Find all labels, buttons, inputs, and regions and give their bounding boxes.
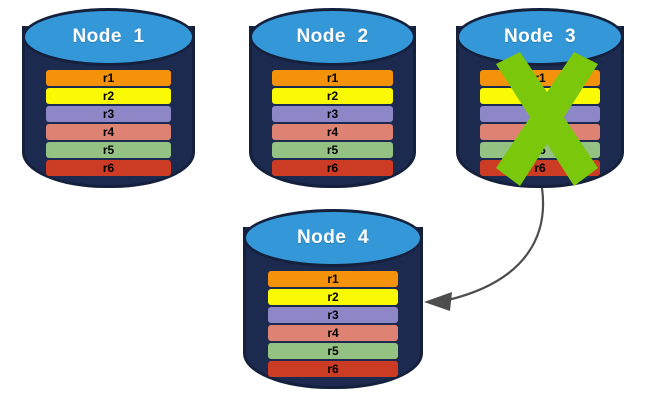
replica-row-label: r2 bbox=[102, 89, 115, 103]
replica-row-label: r1 bbox=[327, 272, 339, 286]
replica-row[interactable]: r4 bbox=[46, 124, 171, 140]
replica-row-label: r3 bbox=[534, 107, 546, 121]
replica-row[interactable]: r3 bbox=[268, 307, 398, 323]
replica-row[interactable]: r4 bbox=[268, 325, 398, 341]
replica-row-label: r5 bbox=[327, 344, 339, 358]
node-4[interactable]: Node 4 r1 r2 r3 r4 r5 r6 bbox=[243, 209, 423, 389]
replica-row-label: r1 bbox=[534, 71, 546, 85]
replica-row[interactable]: r1 bbox=[46, 70, 171, 86]
replica-row[interactable]: r3 bbox=[46, 106, 171, 122]
replica-row[interactable]: r3 bbox=[479, 106, 601, 122]
replica-row[interactable]: r4 bbox=[479, 124, 601, 140]
replica-row[interactable]: r2 bbox=[272, 88, 393, 104]
node-4-label: Node 4 bbox=[296, 227, 370, 248]
replica-row[interactable]: r3 bbox=[272, 106, 393, 122]
replica-row[interactable]: r2 bbox=[46, 88, 171, 104]
replica-row-label: r4 bbox=[534, 125, 546, 139]
replica-row[interactable]: r5 bbox=[272, 142, 393, 158]
arrow-curve bbox=[447, 187, 545, 302]
replica-row-label: r3 bbox=[326, 107, 339, 121]
replica-row-label: r6 bbox=[102, 161, 115, 175]
replica-row-label: r3 bbox=[327, 308, 339, 322]
replica-row[interactable]: r2 bbox=[479, 88, 601, 104]
replica-row-label: r1 bbox=[102, 71, 115, 85]
replica-row-label: r6 bbox=[326, 161, 339, 175]
replica-row[interactable]: r6 bbox=[268, 361, 398, 377]
replica-row-label: r6 bbox=[327, 362, 339, 376]
node-2[interactable]: Node 2 r1 r2 r3 r4 r5 r6 bbox=[249, 8, 416, 188]
node-2-rows: r1 r2 r3 r4 r5 r6 bbox=[249, 70, 416, 176]
replica-row-label: r1 bbox=[326, 71, 339, 85]
cylinder-top-ellipse bbox=[243, 209, 423, 267]
cylinder-top-ellipse bbox=[22, 8, 195, 66]
replica-row[interactable]: r1 bbox=[268, 271, 398, 287]
replica-row-label: r4 bbox=[327, 326, 339, 340]
node-4-rows: r1 r2 r3 r4 r5 r6 bbox=[243, 271, 423, 377]
cylinder-top-ellipse bbox=[249, 8, 416, 66]
replica-row[interactable]: r6 bbox=[479, 160, 601, 176]
replica-row-label: r3 bbox=[102, 107, 115, 121]
replica-row[interactable]: r5 bbox=[479, 142, 601, 158]
replica-row-label: r2 bbox=[534, 89, 546, 103]
replica-row[interactable]: r5 bbox=[268, 343, 398, 359]
node-1[interactable]: Node 1 r1 r2 r3 r4 r5 r6 bbox=[22, 8, 195, 188]
replica-row[interactable]: r1 bbox=[479, 70, 601, 86]
replica-row-label: r5 bbox=[102, 143, 115, 157]
replica-row-label: r5 bbox=[326, 143, 339, 157]
replica-row-label: r4 bbox=[102, 125, 115, 139]
node-3[interactable]: Node 3 r1 r2 r3 r4 r5 r6 bbox=[456, 8, 624, 188]
node-1-rows: r1 r2 r3 r4 r5 r6 bbox=[22, 70, 195, 176]
replica-row-label: r6 bbox=[534, 161, 546, 175]
replica-row[interactable]: r1 bbox=[272, 70, 393, 86]
arrow-head-icon bbox=[424, 292, 452, 311]
replica-row[interactable]: r4 bbox=[272, 124, 393, 140]
replica-row-label: r2 bbox=[326, 89, 339, 103]
replica-row-label: r2 bbox=[327, 290, 339, 304]
replica-row[interactable]: r2 bbox=[268, 289, 398, 305]
replica-row[interactable]: r5 bbox=[46, 142, 171, 158]
replica-row[interactable]: r6 bbox=[272, 160, 393, 176]
node-1-label: Node 1 bbox=[72, 26, 145, 47]
replica-row-label: r4 bbox=[326, 125, 339, 139]
node-2-label: Node 2 bbox=[296, 26, 369, 47]
node-3-label: Node 3 bbox=[503, 26, 577, 47]
node-3-rows: r1 r2 r3 r4 r5 r6 bbox=[456, 70, 624, 176]
replica-row-label: r5 bbox=[534, 143, 546, 157]
replica-row[interactable]: r6 bbox=[46, 160, 171, 176]
